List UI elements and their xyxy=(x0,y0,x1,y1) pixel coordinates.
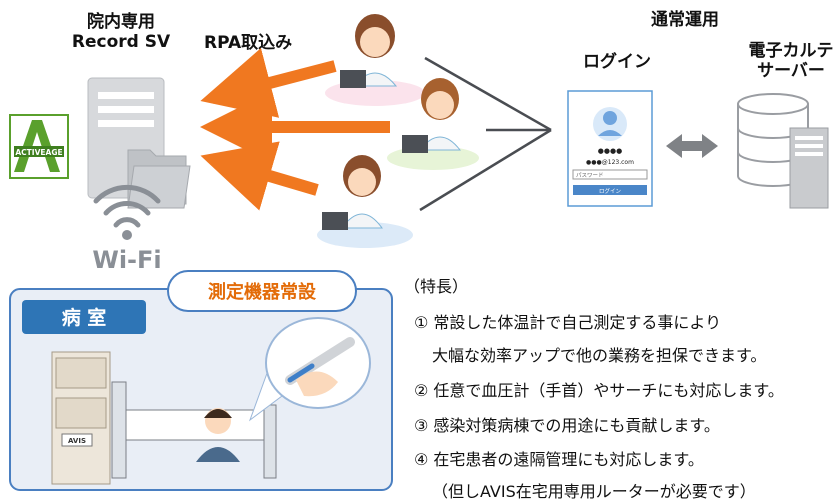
double-arrow-icon xyxy=(666,134,718,158)
wifi-dot-icon xyxy=(122,230,132,240)
server-title-line1: 院内専用 xyxy=(87,12,155,32)
feature-item-2: ② 任意で血圧計（手首）やサーチにも対応します。 xyxy=(414,381,784,400)
database-server-icon xyxy=(737,93,829,209)
nurse-icon-2 xyxy=(387,78,479,170)
feature-item-1: ① 常設した体温計で自己測定する事により xyxy=(414,313,722,332)
wifi-icon xyxy=(93,184,161,228)
feature-item-4-note: （但しAVIS在宅用専用ルーターが必要です） xyxy=(432,482,756,501)
room-tag: 病 室 xyxy=(22,300,146,334)
normal-ops-title: 通常運用 xyxy=(651,10,719,30)
measurement-device-badge: 測定機器常設 xyxy=(167,270,357,312)
rpa-arrows xyxy=(200,48,390,211)
feature-item-1-cont: 大幅な効率アップで他の業務を担保できます。 xyxy=(432,346,767,365)
nurse-icon-3 xyxy=(317,155,413,248)
record-sv-server-icon xyxy=(87,77,191,209)
server-title: 院内専用 Record SV xyxy=(66,12,176,52)
server-title-line2: Record SV xyxy=(71,32,171,52)
badge-text: 測定機器常設 xyxy=(208,281,317,303)
login-password-field: パスワード xyxy=(576,172,604,179)
login-button: ログイン xyxy=(599,187,622,195)
login-label: ログイン xyxy=(583,52,651,72)
emr-title-line2: サーバー xyxy=(757,61,825,81)
login-card: ●●●● ●●●@123.com パスワード ログイン xyxy=(567,90,653,207)
emr-server-title: 電子カルテ サーバー xyxy=(726,41,839,81)
logo-text: ACTIVEAGE xyxy=(15,148,62,157)
login-user: ●●●@123.com xyxy=(586,159,634,166)
connection-lines xyxy=(419,56,552,212)
login-dots: ●●●● xyxy=(598,147,622,155)
room-tag-text: 病 室 xyxy=(62,306,107,329)
wifi-label: Wi-Fi xyxy=(92,246,161,274)
feature-item-3: ③ 感染対策病棟での用途にも貢献します。 xyxy=(414,416,720,435)
feature-item-4: ④ 在宅患者の遠隔管理にも対応します。 xyxy=(414,450,704,469)
emr-title-line1: 電子カルテ xyxy=(748,41,834,61)
nurse-icon-1 xyxy=(325,14,425,106)
avis-device-label: AVIS xyxy=(68,437,86,445)
features-heading: （特長） xyxy=(404,277,469,296)
rpa-label: RPA取込み xyxy=(204,33,293,53)
activeage-logo: ACTIVEAGE xyxy=(9,114,69,179)
hospital-room-panel: AVIS xyxy=(9,288,393,491)
